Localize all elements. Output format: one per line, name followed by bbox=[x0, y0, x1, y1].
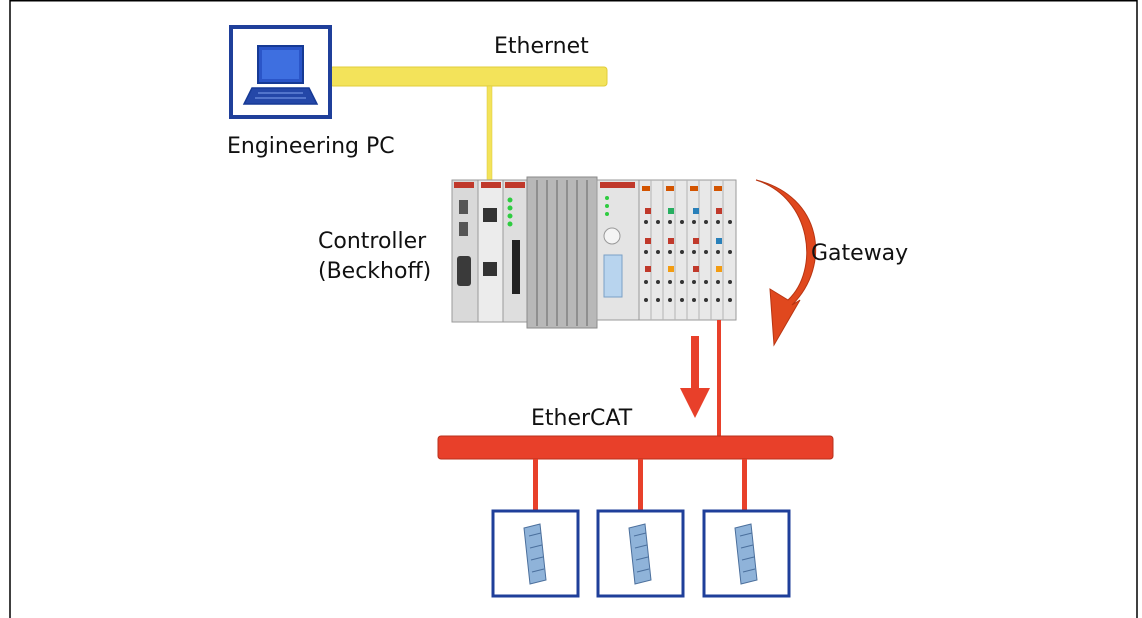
io-device-icon bbox=[596, 509, 685, 598]
diagram-border bbox=[9, 0, 1138, 618]
controller-label-sub: (Beckhoff) bbox=[318, 259, 431, 284]
curved-arrow-icon bbox=[755, 179, 816, 347]
device-drop-line bbox=[638, 459, 643, 511]
io-device-icon bbox=[491, 509, 580, 598]
plc-controller-icon bbox=[451, 176, 737, 329]
ethercat-label: EtherCAT bbox=[531, 406, 633, 431]
ethernet-bus bbox=[329, 66, 608, 87]
ethercat-drop-line bbox=[717, 320, 721, 438]
device-drop-line bbox=[533, 459, 538, 511]
ethercat-bus bbox=[437, 435, 834, 460]
gateway-label: Gateway bbox=[811, 241, 908, 266]
io-device-icon bbox=[702, 509, 791, 598]
laptop-icon bbox=[229, 25, 332, 119]
controller-label: Controller bbox=[318, 229, 427, 254]
device-drop-line bbox=[742, 459, 747, 511]
down-arrow-icon bbox=[680, 336, 710, 418]
ethernet-label: Ethernet bbox=[494, 34, 589, 59]
engineering-pc-label: Engineering PC bbox=[227, 134, 395, 159]
